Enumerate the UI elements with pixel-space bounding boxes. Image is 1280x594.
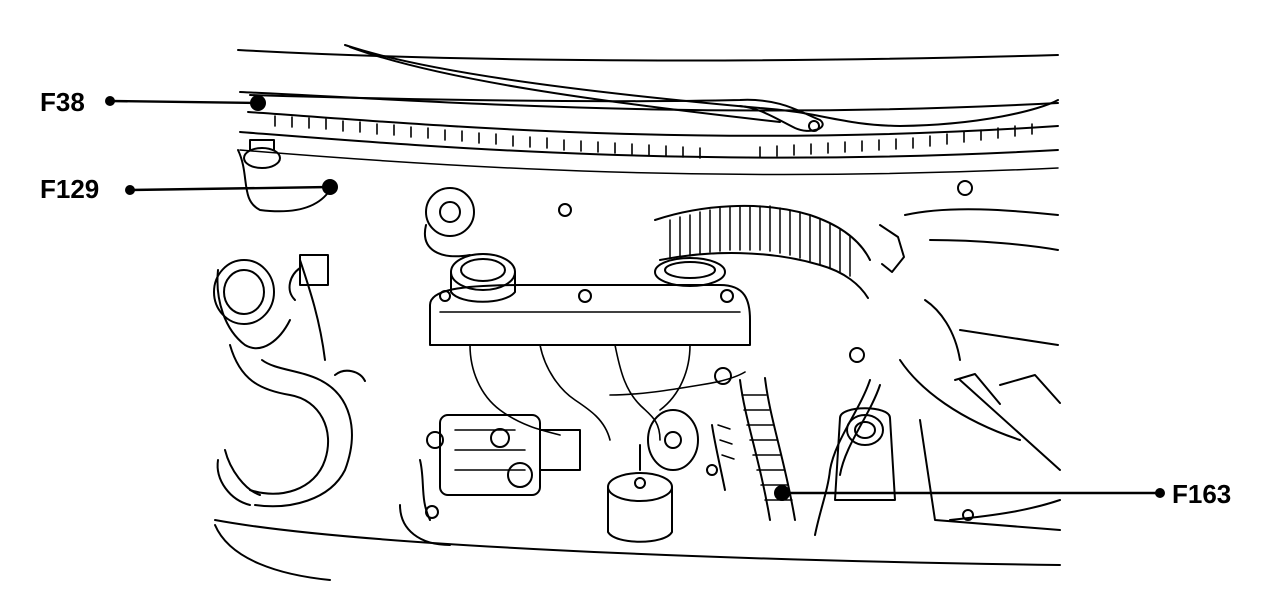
fluid-reservoir [834, 407, 896, 501]
windshield-edge [237, 44, 1059, 127]
air-intake-hose [654, 204, 905, 299]
leader-f129 [128, 185, 332, 192]
callout-dots [105, 95, 1165, 501]
dot-f129-end [322, 179, 338, 195]
left-hose-assembly [213, 254, 366, 508]
callout-label-f163: F163 [1172, 479, 1232, 509]
dot-f38-start [105, 96, 115, 106]
injection-pump [419, 414, 581, 521]
egr-valve [423, 187, 475, 258]
lower-body-outline [214, 419, 1061, 581]
callout-leaders [108, 99, 1162, 495]
thermostat-housing [647, 409, 699, 471]
wire-harness [814, 359, 1021, 536]
callout-label-f38: F38 [40, 87, 85, 117]
fuel-filter [607, 444, 673, 543]
misc-fasteners [425, 203, 974, 521]
oil-filler-cap [450, 253, 516, 303]
cowl-panel [239, 91, 1059, 176]
dot-f163-end [774, 485, 790, 501]
valve-cover [429, 284, 751, 346]
leader-f38 [108, 99, 260, 105]
callout-label-f129: F129 [40, 174, 100, 204]
coolant-hose-right [711, 377, 796, 521]
injector-lines [469, 344, 746, 441]
dot-f163-start [1155, 488, 1165, 498]
dot-f38-end [250, 95, 266, 111]
dot-f129-start [125, 185, 135, 195]
left-strut-tower [237, 139, 331, 213]
right-airbox [904, 180, 1061, 471]
